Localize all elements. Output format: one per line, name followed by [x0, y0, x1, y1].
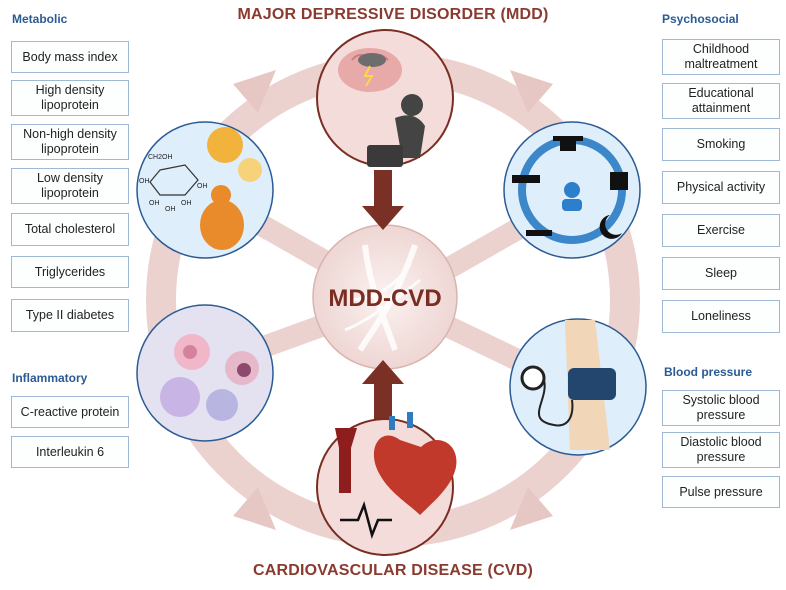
inflammatory-illustration [136, 304, 274, 442]
blood-pressure-illustration [509, 318, 647, 456]
gauge-icon [520, 365, 546, 391]
mdd-illustration [316, 29, 454, 167]
metabolic-item: Total cholesterol [11, 213, 129, 246]
storm-cloud-icon [358, 53, 386, 67]
metabolic-item: Body mass index [11, 41, 129, 73]
person-icon [200, 200, 244, 250]
metabolic-item: Type II diabetes [11, 299, 129, 332]
mdd-title: MAJOR DEPRESSIVE DISORDER (MDD) [237, 6, 549, 23]
blood-pressure-item: Systolic blood pressure [662, 390, 780, 426]
molecule-label: OH [149, 200, 160, 207]
psychosocial-item: Loneliness [662, 300, 780, 333]
molecule-label: OH [165, 206, 176, 213]
ecg-icon [340, 501, 392, 539]
bp-cuff-icon [568, 368, 616, 400]
ring-arrow-icon [233, 70, 276, 113]
lipoprotein-icon [207, 127, 243, 163]
blood-pressure-heading: Blood pressure [664, 365, 753, 379]
molecule-label: OH [197, 183, 208, 190]
blood-pressure-item: Pulse pressure [662, 476, 780, 508]
psychosocial-item: Childhood maltreatment [662, 39, 780, 75]
blood-pressure-item: Diastolic blood pressure [662, 432, 780, 468]
up-arrow-icon [362, 360, 404, 422]
psychosocial-item: Smoking [662, 128, 780, 161]
loneliness-icon [610, 172, 628, 190]
metabolic-item: Low density lipoprotein [11, 168, 129, 204]
cigarette-icon [526, 230, 552, 236]
center-label: MDD-CVD [328, 285, 441, 312]
user-icon [564, 182, 580, 198]
inflammatory-item: C-reactive protein [11, 396, 129, 428]
down-arrow-icon [362, 170, 404, 230]
glucose-molecule-icon [149, 164, 199, 196]
cvd-illustration [316, 412, 457, 556]
inflammatory-item: Interleukin 6 [11, 436, 129, 468]
moon-icon [599, 215, 622, 239]
molecule-label: OH [181, 200, 192, 207]
dumbbell-icon [512, 175, 540, 183]
metabolic-item: Non-high density lipoprotein [11, 124, 129, 160]
graduation-cap-icon [553, 136, 583, 141]
psychosocial-item: Sleep [662, 257, 780, 290]
cvd-title: CARDIOVASCULAR DISEASE (CVD) [253, 562, 533, 579]
ring-arrow-icon [233, 487, 276, 530]
artery-icon [335, 428, 357, 493]
ring-arrow-icon [510, 487, 553, 530]
molecule-label: OH [139, 178, 150, 185]
heart-icon [373, 435, 457, 515]
ring-arrow-icon [510, 70, 553, 113]
molecule-label: CH2OH [148, 154, 173, 161]
metabolic-item: Triglycerides [11, 256, 129, 288]
dna-helix-icon [344, 244, 421, 352]
psychosocial-item: Exercise [662, 214, 780, 247]
psychosocial-heading: Psychosocial [662, 12, 739, 26]
metabolic-illustration [136, 121, 274, 259]
metabolic-item: High density lipoprotein [11, 80, 129, 116]
psychosocial-item: Physical activity [662, 171, 780, 204]
metabolic-heading: Metabolic [12, 12, 68, 26]
psychosocial-illustration [503, 121, 641, 259]
inflammatory-heading: Inflammatory [12, 371, 88, 385]
psychosocial-item: Educational attainment [662, 83, 780, 119]
